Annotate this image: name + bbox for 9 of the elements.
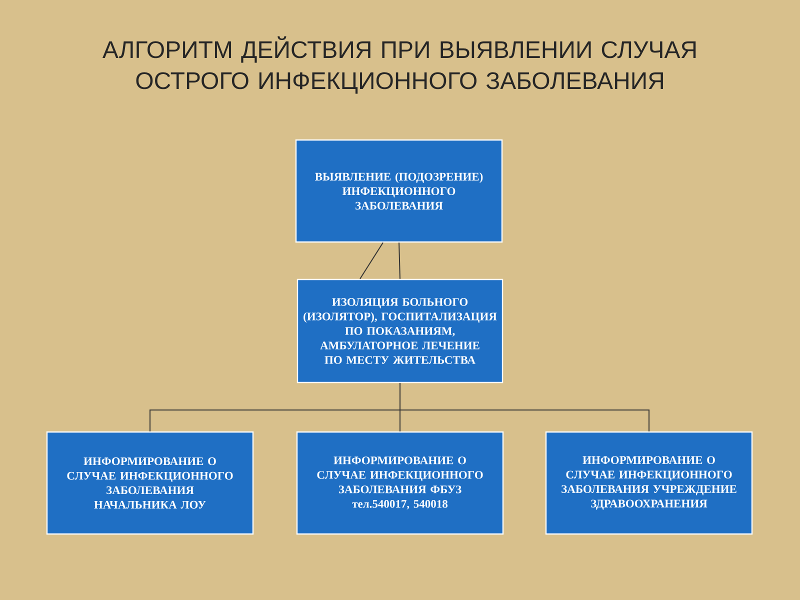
title: АЛГОРИТМ ДЕЙСТВИЯ ПРИ ВЫЯВЛЕНИИ СЛУЧАЯ ОСТРОГО ИНФЕКЦИОННОГО ЗАБОЛЕВАНИЯ [102,36,696,94]
process-box: ИНФОРМИРОВАНИЕ О СЛУЧАЕ ИНФЕКЦИОННОГО ЗАБОЛЕВАНИЯ ФБУЗ тел.540017, 540018 [296,431,504,535]
process-box: ИНФОРМИРОВАНИЕ О СЛУЧАЕ ИНФЕКЦИОННОГО ЗАБОЛЕВАНИЯ НАЧАЛЬНИКА ЛОУ [46,431,254,535]
process-box: ВЫЯВЛЕНИЕ (ПОДОЗРЕНИЕ) ИНФЕКЦИОННОГО ЗАБОЛЕВАНИЯ [295,139,503,243]
process-box: ИЗОЛЯЦИЯ БОЛЬНОГО (ИЗОЛЯТОР), ГОСПИТАЛИЗАЦИЯ ПО ПОКАЗАНИЯМ, АМБУЛАТОРНОЕ ЛЕЧЕНИЕ ПО МЕСТУ ЖИТЕЛЬСТВА [296,278,504,384]
connector-line [400,382,650,432]
connector-line [360,242,384,280]
connector-line [398,242,400,280]
process-box: ИНФОРМИРОВАНИЕ О СЛУЧАЕ ИНФЕКЦИОННОГО ЗАБОЛЕВАНИЯ УЧРЕЖДЕНИЕ ЗДРАВООХРАНЕНИЯ [545,431,753,535]
